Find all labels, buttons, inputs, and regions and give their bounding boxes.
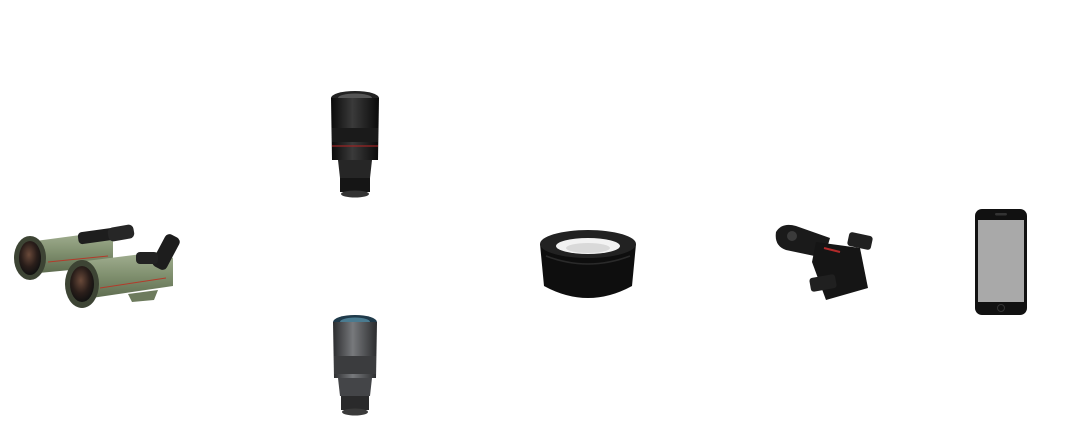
- smartphone-image: [974, 208, 1028, 316]
- adapter-ring-icon: [540, 230, 636, 298]
- zoom-eyepiece-gray-image: [326, 312, 384, 422]
- eyepiece-adapter-ring-image: [536, 226, 640, 300]
- phone-bracket-image: [772, 218, 880, 306]
- spotting-scope-icon: [14, 224, 180, 308]
- spotting-scopes-image: [8, 214, 198, 318]
- smartphone-icon: [975, 209, 1027, 315]
- phone-mount-icon: [775, 224, 873, 300]
- eyepiece-icon: [333, 315, 377, 416]
- zoom-eyepiece-black-image: [326, 88, 384, 202]
- eyepiece-icon: [331, 91, 379, 198]
